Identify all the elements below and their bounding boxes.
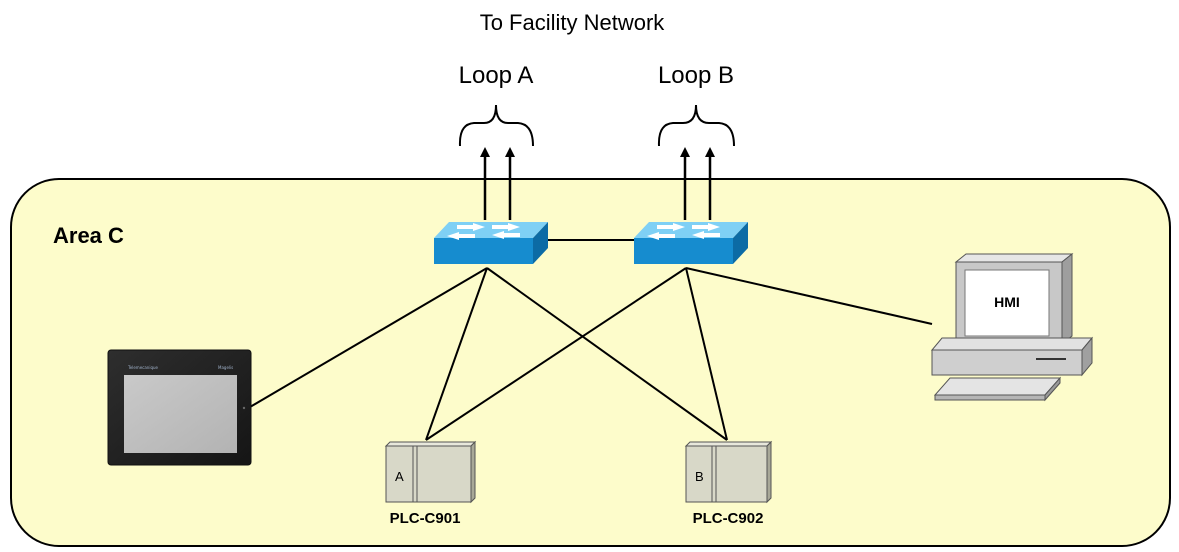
link-switch2-hmi — [685, 267, 933, 325]
plc-slot-label: A — [395, 469, 404, 484]
svg-text:Telemecanique: Telemecanique — [127, 365, 159, 370]
link-switch2-plc1 — [425, 267, 687, 441]
plc-icon: B — [684, 440, 773, 504]
plc-c901-label: PLC-C901 — [390, 510, 461, 527]
plc-icon: A — [384, 440, 477, 504]
link-switch1-touch-panel — [249, 267, 488, 408]
hmi-label: HMI — [994, 294, 1020, 310]
desktop-computer-icon: HMI — [930, 252, 1094, 402]
touch-panel-icon: Telemecanique Magelis — [107, 349, 252, 466]
loop-b-label: Loop B — [658, 62, 734, 89]
plc-slot-label: B — [695, 469, 704, 484]
loop-a-brace — [458, 104, 534, 147]
facility-network-title: To Facility Network — [480, 10, 666, 35]
link-switch1-plc1 — [425, 267, 488, 441]
area-region — [10, 178, 1171, 547]
link-switch2-plc2 — [685, 267, 728, 441]
svg-text:Magelis: Magelis — [218, 365, 233, 370]
network-switch-icon — [434, 222, 548, 264]
network-switch-icon — [634, 222, 748, 264]
area-label: Area C — [53, 223, 124, 248]
plc-c902-label: PLC-C902 — [693, 510, 764, 527]
loop-b-brace — [657, 104, 735, 147]
loop-a-label: Loop A — [459, 62, 534, 89]
link-switch1-plc2 — [486, 267, 728, 441]
